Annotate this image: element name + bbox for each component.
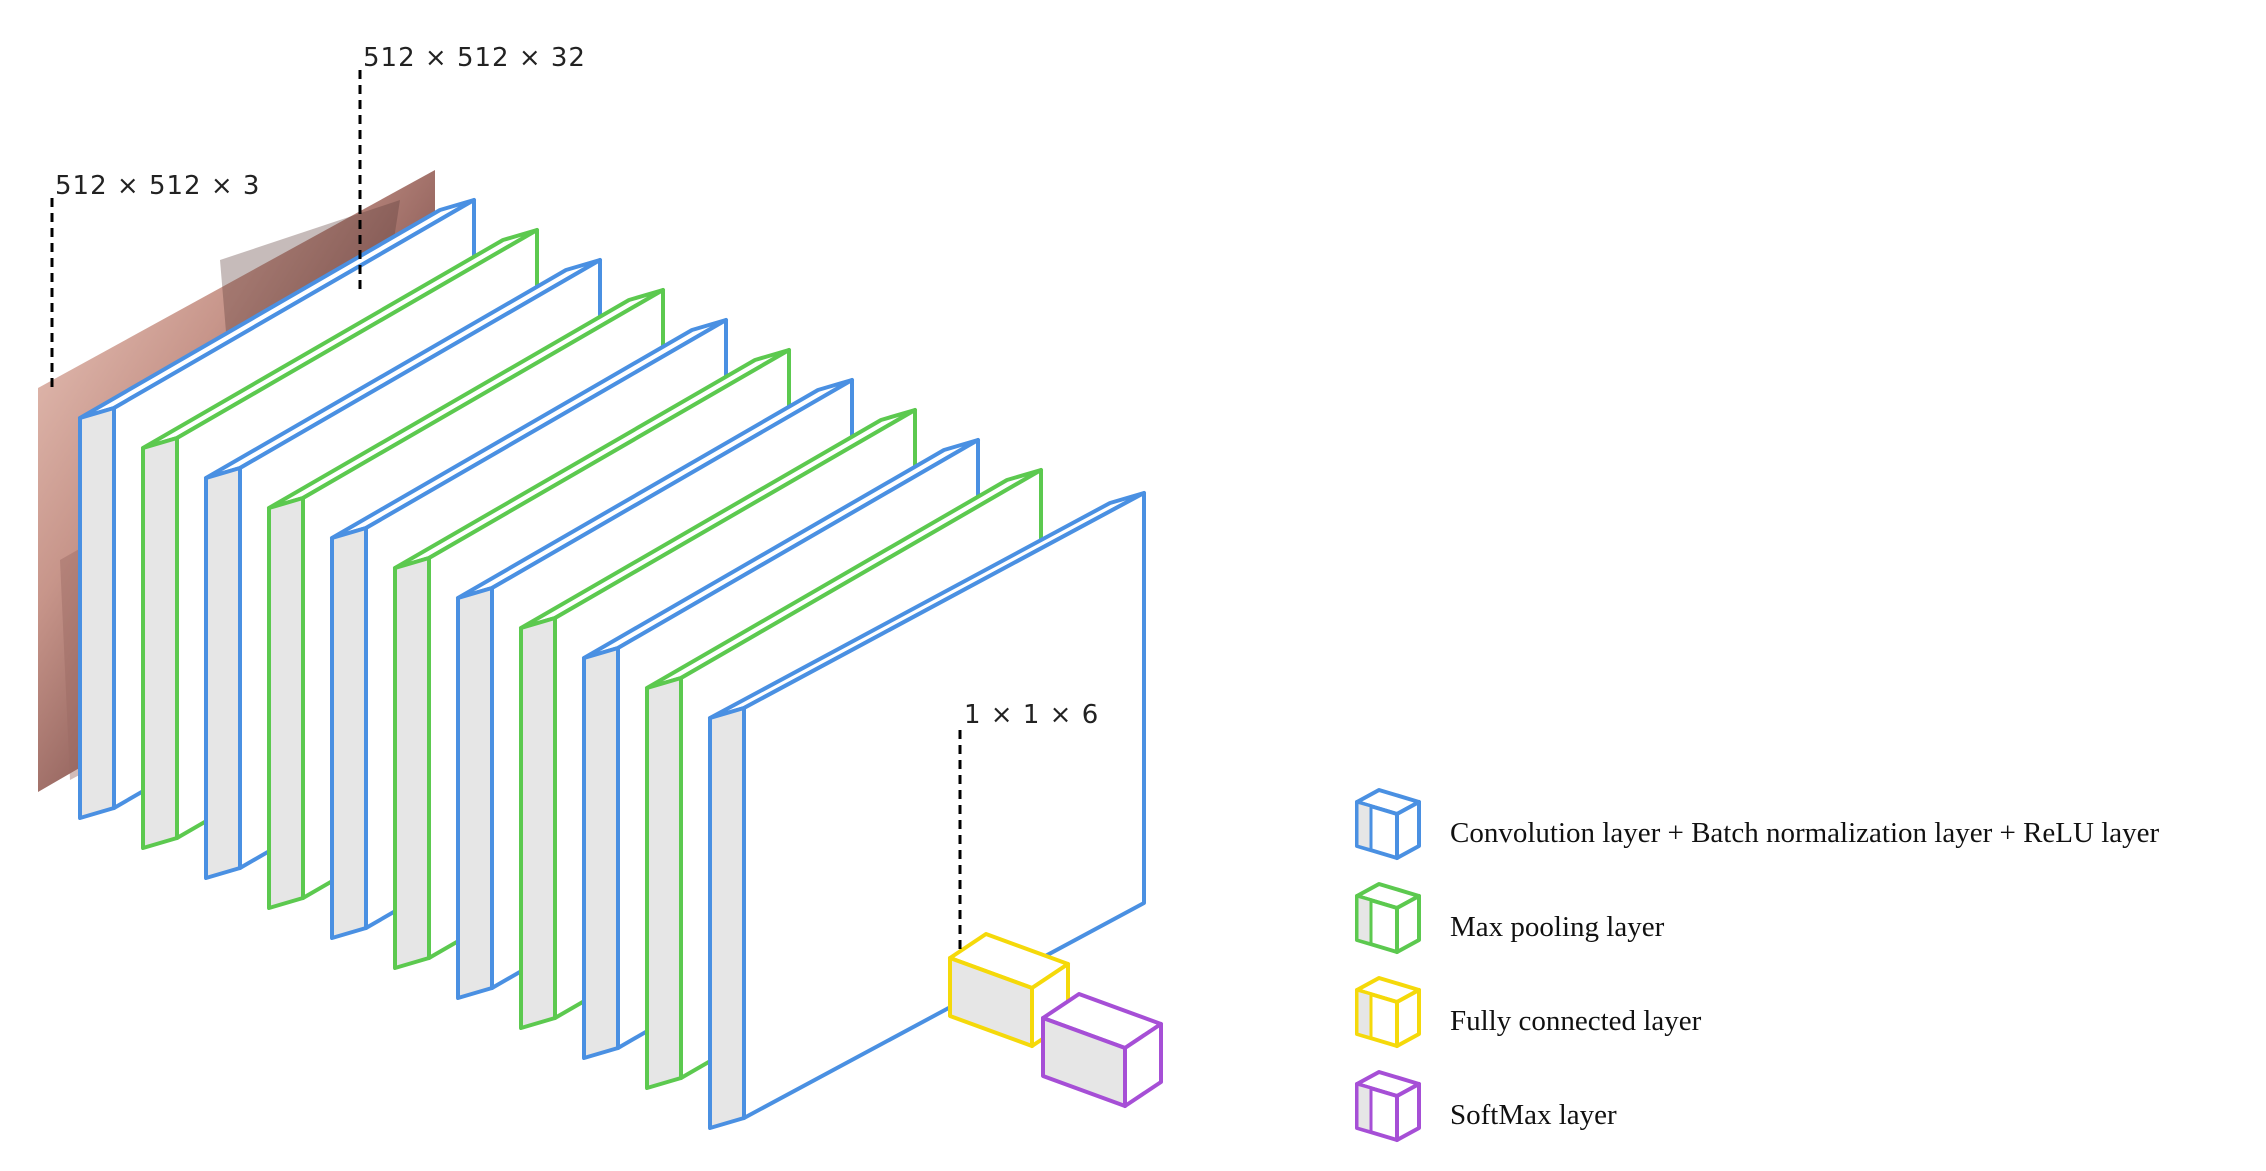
legend-item-conv: Convolution layer + Batch normalization … [1355,788,2160,860]
softmax-block-right [1123,1022,1163,1108]
layer-5-conv-side [330,526,368,940]
legend: Convolution layer + Batch normalization … [1355,788,2160,1142]
legend-item-fc: Fully connected layer [1355,976,1702,1048]
layer-11-conv-side [708,706,746,1130]
output-dim-annotation: 1 × 1 × 6 [958,700,1099,955]
conv-dim-label: 512 × 512 × 32 [363,43,586,73]
legend-label-softmax: SoftMax layer [1450,1099,1617,1131]
legend-cube-icon [1355,1070,1421,1142]
layer-2-pool-side [141,436,179,850]
output-blocks [948,932,1163,1108]
layer-1-conv-side [78,406,116,820]
legend-cube-icon [1355,788,1421,860]
layer-3-conv-side [204,466,242,880]
output-dim-label: 1 × 1 × 6 [964,700,1099,730]
input-dim-label: 512 × 512 × 3 [55,171,260,201]
input-dim-annotation: 512 × 512 × 3 [50,171,260,388]
layer-8-pool-side [519,616,557,1030]
layer-11-conv [708,491,1146,1130]
legend-item-pool: Max pooling layer [1355,882,1665,954]
legend-label-fc: Fully connected layer [1450,1005,1702,1037]
legend-cube-icon [1355,882,1421,954]
conv-dim-annotation: 512 × 512 × 32 [358,43,586,290]
softmax-block [1041,992,1163,1108]
layer-10-pool-side [645,676,683,1090]
layer-4-pool-side [267,496,305,910]
legend-cube-icon [1355,976,1421,1048]
legend-item-softmax: SoftMax layer [1355,1070,1617,1142]
legend-label-conv: Convolution layer + Batch normalization … [1450,817,2160,849]
layer-7-conv-side [456,586,494,1000]
legend-label-pool: Max pooling layer [1450,911,1665,943]
layer-9-conv-side [582,646,620,1060]
layer-stack [78,198,1146,1130]
layer-6-pool-side [393,556,431,970]
